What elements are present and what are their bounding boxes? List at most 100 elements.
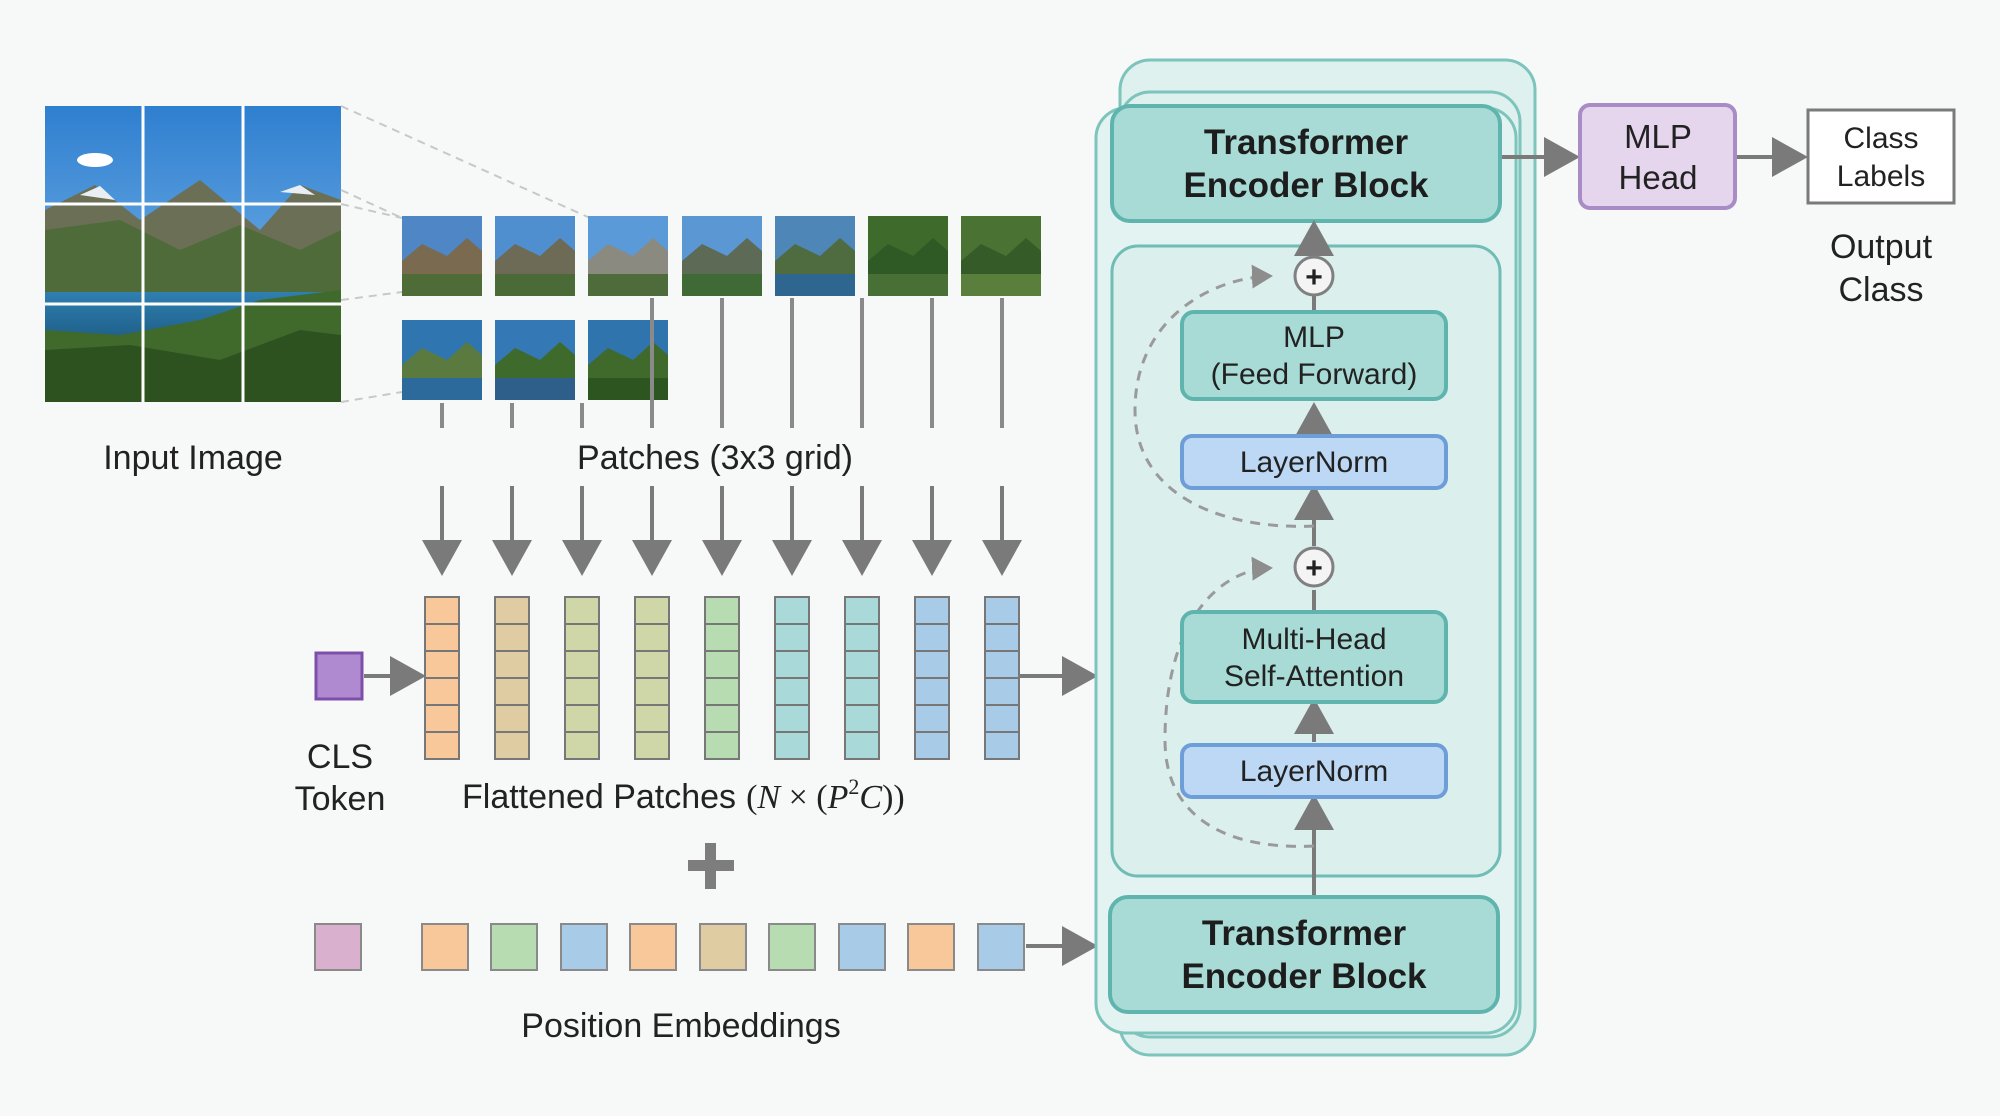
class-labels-box: Class Labels bbox=[1806, 108, 1956, 205]
image-patch bbox=[402, 320, 482, 400]
vector-cell bbox=[914, 677, 950, 706]
vector-cell bbox=[564, 704, 600, 733]
input-image-label: Input Image bbox=[103, 439, 283, 477]
mlp-head-line2: Head bbox=[1619, 159, 1698, 196]
flattened-patch-vector bbox=[914, 596, 950, 760]
flattened-patches bbox=[424, 596, 1020, 760]
position-embeddings bbox=[314, 923, 1025, 971]
residual-add-bottom: + bbox=[1293, 546, 1335, 588]
vector-cell bbox=[424, 596, 460, 625]
vector-cell bbox=[634, 677, 670, 706]
position-embedding-square bbox=[629, 923, 677, 971]
layernorm-bottom-label: LayerNorm bbox=[1240, 755, 1388, 788]
mlp-head: MLP Head bbox=[1578, 103, 1737, 210]
vector-cell bbox=[704, 596, 740, 625]
patches-label: Patches (3x3 grid) bbox=[577, 439, 853, 477]
plus-sign bbox=[688, 843, 734, 889]
mhsa-line2: Self-Attention bbox=[1224, 660, 1404, 693]
layernorm-top: LayerNorm bbox=[1180, 434, 1448, 490]
flattened-patch-vector bbox=[984, 596, 1020, 760]
flattened-patch-vector bbox=[494, 596, 530, 760]
flattened-patch-vector bbox=[564, 596, 600, 760]
image-patch bbox=[868, 216, 948, 296]
vector-cell bbox=[634, 650, 670, 679]
vector-cell bbox=[424, 677, 460, 706]
flattened-patch-vector bbox=[844, 596, 880, 760]
vector-cell bbox=[564, 731, 600, 760]
vector-cell bbox=[774, 596, 810, 625]
vector-cell bbox=[984, 623, 1020, 652]
residual-connections bbox=[1133, 264, 1315, 848]
image-patch bbox=[961, 216, 1041, 296]
encoder-top-title-line1: Transformer bbox=[1204, 123, 1409, 162]
patch-to-vector-arrows bbox=[422, 298, 1022, 576]
vector-cell bbox=[704, 623, 740, 652]
vector-cell bbox=[844, 623, 880, 652]
patch-grid bbox=[402, 216, 1041, 400]
vector-cell bbox=[844, 596, 880, 625]
position-embedding-square bbox=[768, 923, 816, 971]
vector-cell bbox=[494, 731, 530, 760]
image-patch bbox=[588, 216, 668, 296]
image-patch bbox=[402, 216, 482, 296]
class-labels-line1: Class bbox=[1843, 122, 1918, 155]
flattened-patch-vector bbox=[634, 596, 670, 760]
vector-cell bbox=[494, 677, 530, 706]
position-embedding-square bbox=[314, 923, 362, 971]
position-embedding-square bbox=[977, 923, 1025, 971]
class-labels-line2: Labels bbox=[1837, 160, 1925, 193]
image-patch bbox=[495, 216, 575, 296]
vector-cell bbox=[494, 650, 530, 679]
position-embeddings-label: Position Embeddings bbox=[521, 1007, 840, 1045]
position-embedding-square bbox=[560, 923, 608, 971]
encoder-block-bottom: Transformer Encoder Block bbox=[1108, 895, 1500, 1014]
vector-cell bbox=[704, 731, 740, 760]
flattened-patch-vector bbox=[424, 596, 460, 760]
vector-cell bbox=[704, 704, 740, 733]
vector-cell bbox=[914, 596, 950, 625]
encoder-bottom-title-line1: Transformer bbox=[1202, 914, 1407, 953]
vector-cell bbox=[424, 650, 460, 679]
vector-cell bbox=[564, 596, 600, 625]
add-symbol-top: + bbox=[1305, 261, 1323, 294]
position-embedding-square bbox=[421, 923, 469, 971]
flattened-patch-vector bbox=[704, 596, 740, 760]
flattened-patches-label: Flattened Patches(N × (P2C)) bbox=[462, 774, 905, 816]
vector-cell bbox=[424, 704, 460, 733]
vector-cell bbox=[914, 623, 950, 652]
vector-cell bbox=[634, 623, 670, 652]
vector-cell bbox=[494, 596, 530, 625]
vector-cell bbox=[984, 596, 1020, 625]
mlp-ff-line2: (Feed Forward) bbox=[1211, 358, 1418, 391]
encoder-bottom-title-line2: Encoder Block bbox=[1181, 957, 1427, 996]
vector-cell bbox=[774, 623, 810, 652]
vector-cell bbox=[984, 704, 1020, 733]
image-patch bbox=[682, 216, 762, 296]
vector-cell bbox=[844, 677, 880, 706]
image-patch bbox=[588, 320, 668, 400]
mlp-ff-line1: MLP bbox=[1283, 321, 1345, 354]
layernorm-top-label: LayerNorm bbox=[1240, 446, 1388, 479]
image-patch bbox=[495, 320, 575, 400]
flattened-patch-vector bbox=[774, 596, 810, 760]
add-symbol-bottom: + bbox=[1305, 552, 1323, 585]
vector-cell bbox=[634, 704, 670, 733]
multi-head-self-attention: Multi-Head Self-Attention bbox=[1180, 610, 1448, 704]
image-patch bbox=[775, 216, 855, 296]
input-image bbox=[45, 106, 341, 402]
vector-cell bbox=[984, 677, 1020, 706]
cls-label-line2: Token bbox=[295, 780, 386, 818]
output-class-line1: Output bbox=[1830, 228, 1933, 266]
residual-add-top: + bbox=[1293, 255, 1335, 297]
vector-cell bbox=[634, 596, 670, 625]
vector-cell bbox=[774, 650, 810, 679]
vector-cell bbox=[704, 650, 740, 679]
vector-cell bbox=[424, 731, 460, 760]
mlp-feed-forward: MLP (Feed Forward) bbox=[1180, 310, 1448, 401]
vector-cell bbox=[704, 677, 740, 706]
vector-cell bbox=[914, 650, 950, 679]
encoder-top-title-line2: Encoder Block bbox=[1183, 166, 1429, 205]
vector-cell bbox=[914, 731, 950, 760]
mlp-head-line1: MLP bbox=[1624, 118, 1692, 155]
